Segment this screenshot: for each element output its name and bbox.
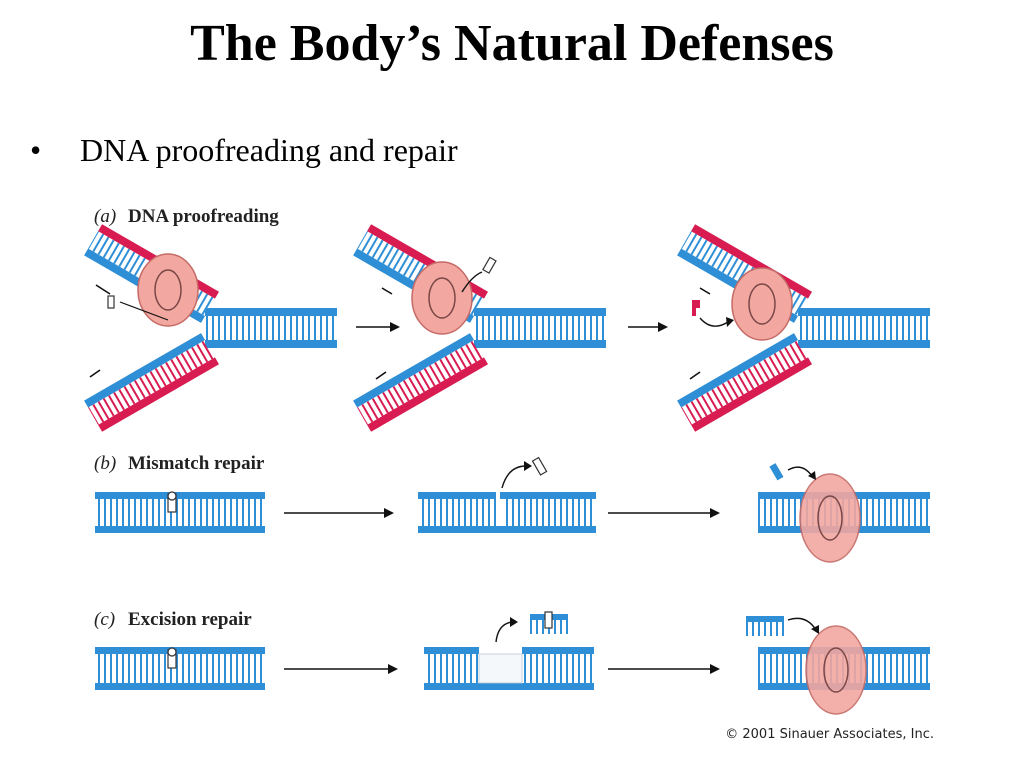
panel-a-letter: (a) [94, 206, 116, 227]
copyright-credit: © 2001 Sinauer Associates, Inc. [725, 727, 934, 742]
arrow-b-2 [608, 508, 720, 518]
arrow-c-1 [284, 664, 398, 674]
fork-2 [353, 224, 606, 432]
duplex-c-2 [424, 611, 594, 690]
duplex-c-1 [95, 647, 265, 690]
panel-a-label: DNA proofreading [128, 206, 279, 227]
arrow-b-1 [284, 508, 394, 518]
panel-c-letter: (c) [94, 609, 115, 630]
slide-title: The Body’s Natural Defenses [190, 15, 834, 72]
fork-3 [677, 224, 930, 432]
duplex-c-3 [746, 616, 930, 715]
bullet-marker: • [30, 132, 42, 168]
bullet-item: • DNA proofreading and repair [30, 132, 458, 169]
panel-b-label: Mismatch repair [128, 453, 265, 474]
panel-c-label: Excision repair [128, 609, 252, 630]
fork-1 [84, 224, 337, 432]
arrow-a-2 [628, 322, 668, 332]
arrow-c-2 [608, 664, 720, 674]
duplex-b-2 [418, 456, 596, 533]
duplex-b-3 [758, 463, 930, 563]
duplex-b-1 [95, 491, 265, 533]
arrow-a-1 [356, 322, 400, 332]
bullet-text: DNA proofreading and repair [80, 132, 458, 168]
panel-b-letter: (b) [94, 453, 116, 474]
